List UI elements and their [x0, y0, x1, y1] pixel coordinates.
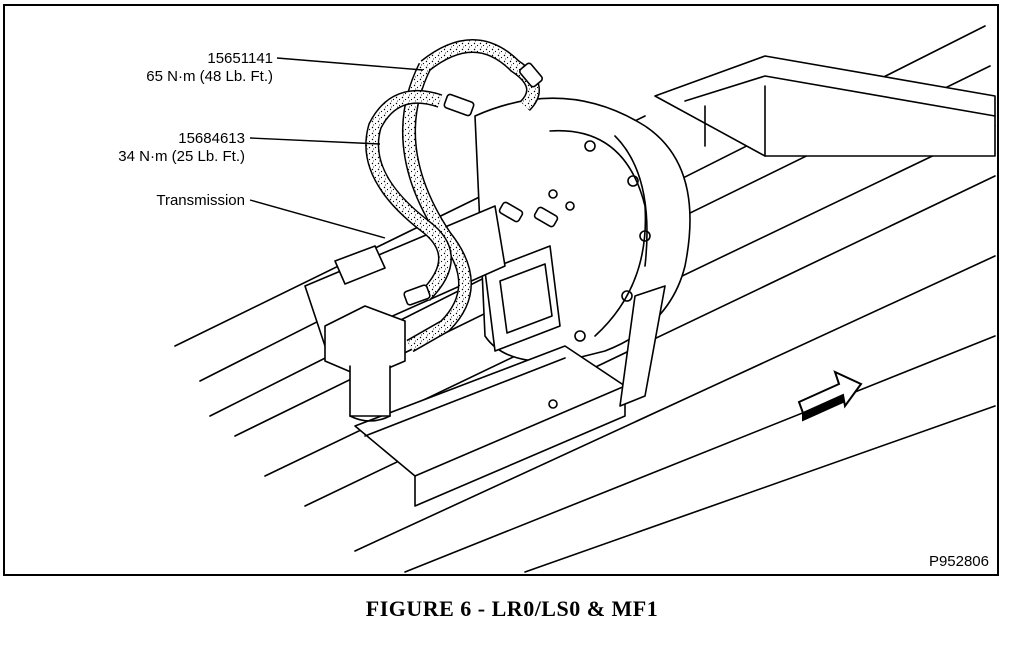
leader-line-2	[249, 137, 381, 145]
leader-line-3	[249, 199, 386, 239]
figure-caption: FIGURE 6 - LR0/LS0 & MF1	[365, 596, 659, 621]
callout-torque: 65 N·m (48 Lb. Ft.)	[146, 68, 273, 85]
figure-frame: 15651141 65 N·m (48 Lb. Ft.) 15684613 34…	[3, 4, 999, 576]
callout-part-number: 15684613	[178, 130, 245, 147]
transmission-cooler-line-drawing	[174, 25, 996, 573]
callout-torque: 34 N·m (25 Lb. Ft.)	[118, 148, 245, 165]
callout-transmission: Transmission	[125, 192, 245, 210]
figure-reference-code: P952806	[928, 553, 989, 570]
front-direction-arrow-icon	[797, 370, 863, 422]
callout-part-number: 15651141	[207, 50, 273, 67]
leader-line-1	[276, 57, 424, 71]
callout-part-15684613: 15684613 34 N·m (25 Lb. Ft.)	[85, 130, 245, 166]
callout-part-15651141: 15651141 65 N·m (48 Lb. Ft.)	[105, 50, 273, 86]
callout-part-name: Transmission	[156, 192, 245, 209]
